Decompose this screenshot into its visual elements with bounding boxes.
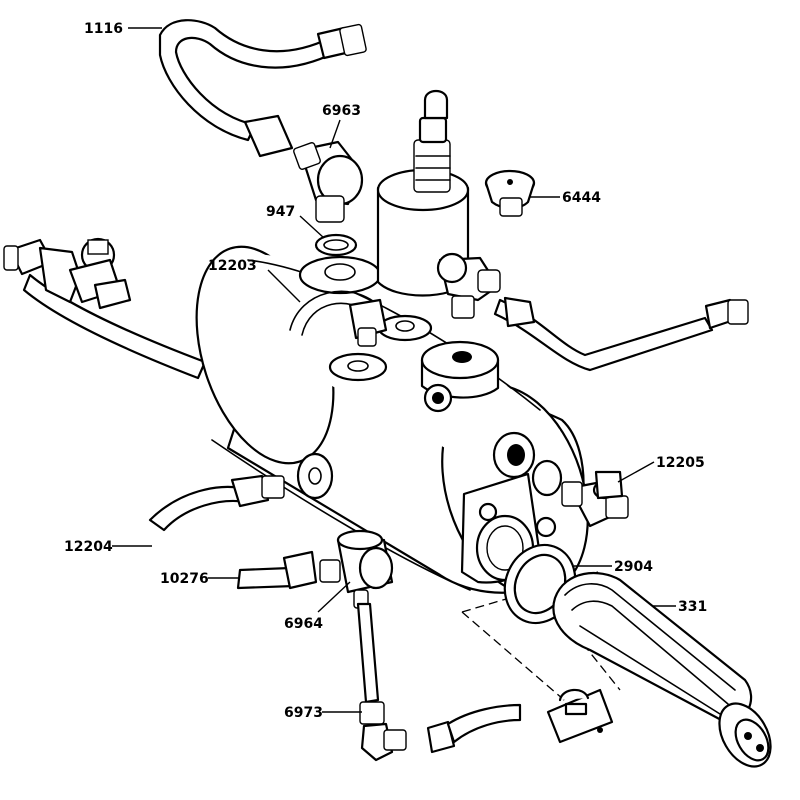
callout-6963: 6963: [322, 103, 361, 149]
callout-label-6444: 6444: [562, 190, 601, 206]
elbow-6963: [293, 140, 364, 223]
callout-label-947: 947: [266, 204, 295, 220]
callout-label-331: 331: [678, 599, 707, 615]
pipe-1116: [158, 19, 367, 158]
callout-label-12203: 12203: [208, 258, 257, 274]
callout-12203: 12203: [208, 258, 301, 303]
callout-label-12204: 12204: [64, 539, 113, 555]
callout-12205: 12205: [617, 455, 705, 483]
callout-12204: 12204: [64, 539, 152, 555]
callout-6444: 6444: [530, 190, 601, 206]
callout-label-1116: 1116: [84, 21, 123, 37]
callout-1116: 1116: [84, 21, 162, 37]
callout-6973: 6973: [284, 705, 362, 721]
callout-label-6973: 6973: [284, 705, 323, 721]
left-pipe-assembly: [3, 237, 207, 380]
callout-10276: 10276: [160, 571, 240, 587]
tube-6973: [356, 602, 407, 762]
washer-947: [314, 233, 358, 257]
right-pipe: [493, 296, 749, 372]
callout-947: 947: [266, 204, 325, 239]
tee-fitting-6964: [319, 529, 394, 609]
valve-elbow-fitting: [436, 252, 501, 319]
heating-element-331: [552, 571, 772, 768]
callout-331: 331: [652, 599, 707, 615]
pipe-10276: [236, 550, 318, 590]
pressure-switch: [546, 688, 614, 744]
boiler-inner-tube: [289, 290, 388, 347]
fitting-6444: [484, 169, 536, 217]
callout-label-10276: 10276: [160, 571, 209, 587]
callout-label-6964: 6964: [284, 616, 323, 632]
fitting-12205: [561, 470, 629, 528]
callout-6964: 6964: [284, 581, 351, 632]
lower-pipe-stub: [426, 703, 522, 754]
callout-label-2904: 2904: [614, 559, 653, 575]
callout-2904: 2904: [574, 559, 653, 575]
callout-label-12205: 12205: [656, 455, 705, 471]
callout-label-6963: 6963: [322, 103, 361, 119]
pipe-12204: [148, 474, 285, 532]
